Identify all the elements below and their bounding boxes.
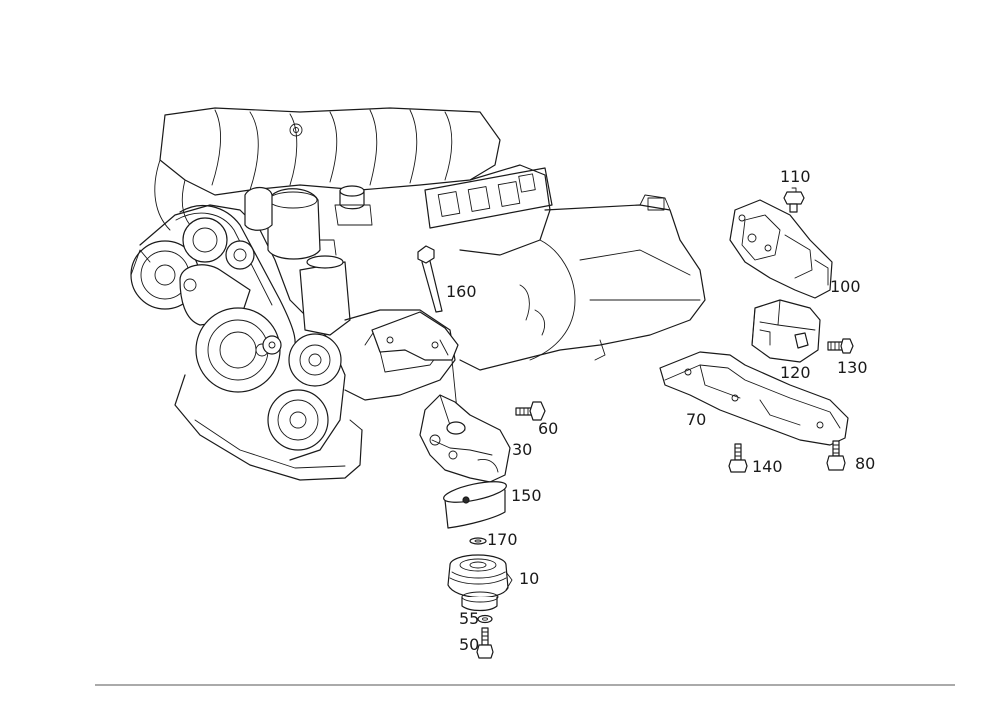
washer-55 [477, 614, 493, 624]
label-60: 60 [538, 419, 558, 438]
label-55: 55 [459, 609, 479, 628]
label-130: 130 [837, 358, 868, 377]
label-30: 30 [512, 440, 532, 459]
label-50: 50 [459, 635, 479, 654]
label-150: 150 [511, 486, 542, 505]
label-10: 10 [519, 569, 539, 588]
part-labels: 110 100 160 120 130 60 70 30 140 80 150 … [446, 167, 875, 654]
bolt-130 [827, 338, 854, 354]
bolt-140 [728, 443, 748, 473]
label-120: 120 [780, 363, 811, 382]
engine-support-bracket-30 [419, 394, 511, 483]
bolt-60 [515, 401, 546, 421]
washer-170 [469, 537, 487, 545]
transmission-bracket-100 [729, 199, 833, 299]
label-70: 70 [686, 410, 706, 429]
bolt-160 [417, 245, 443, 313]
label-80: 80 [855, 454, 875, 473]
engine-mount-bracket [371, 311, 459, 361]
crossmember-70 [659, 351, 849, 446]
engine-assembly [130, 107, 706, 481]
bolt-80 [826, 440, 846, 471]
label-100: 100 [830, 277, 861, 296]
engine-mount-10 [447, 554, 513, 612]
bolt-110 [783, 187, 805, 213]
rear-mount-120 [751, 299, 821, 363]
label-160: 160 [446, 282, 477, 301]
bolt-50 [476, 627, 494, 659]
damper-150 [443, 481, 507, 529]
label-110: 110 [780, 167, 811, 186]
label-170: 170 [487, 530, 518, 549]
label-140: 140 [752, 457, 783, 476]
